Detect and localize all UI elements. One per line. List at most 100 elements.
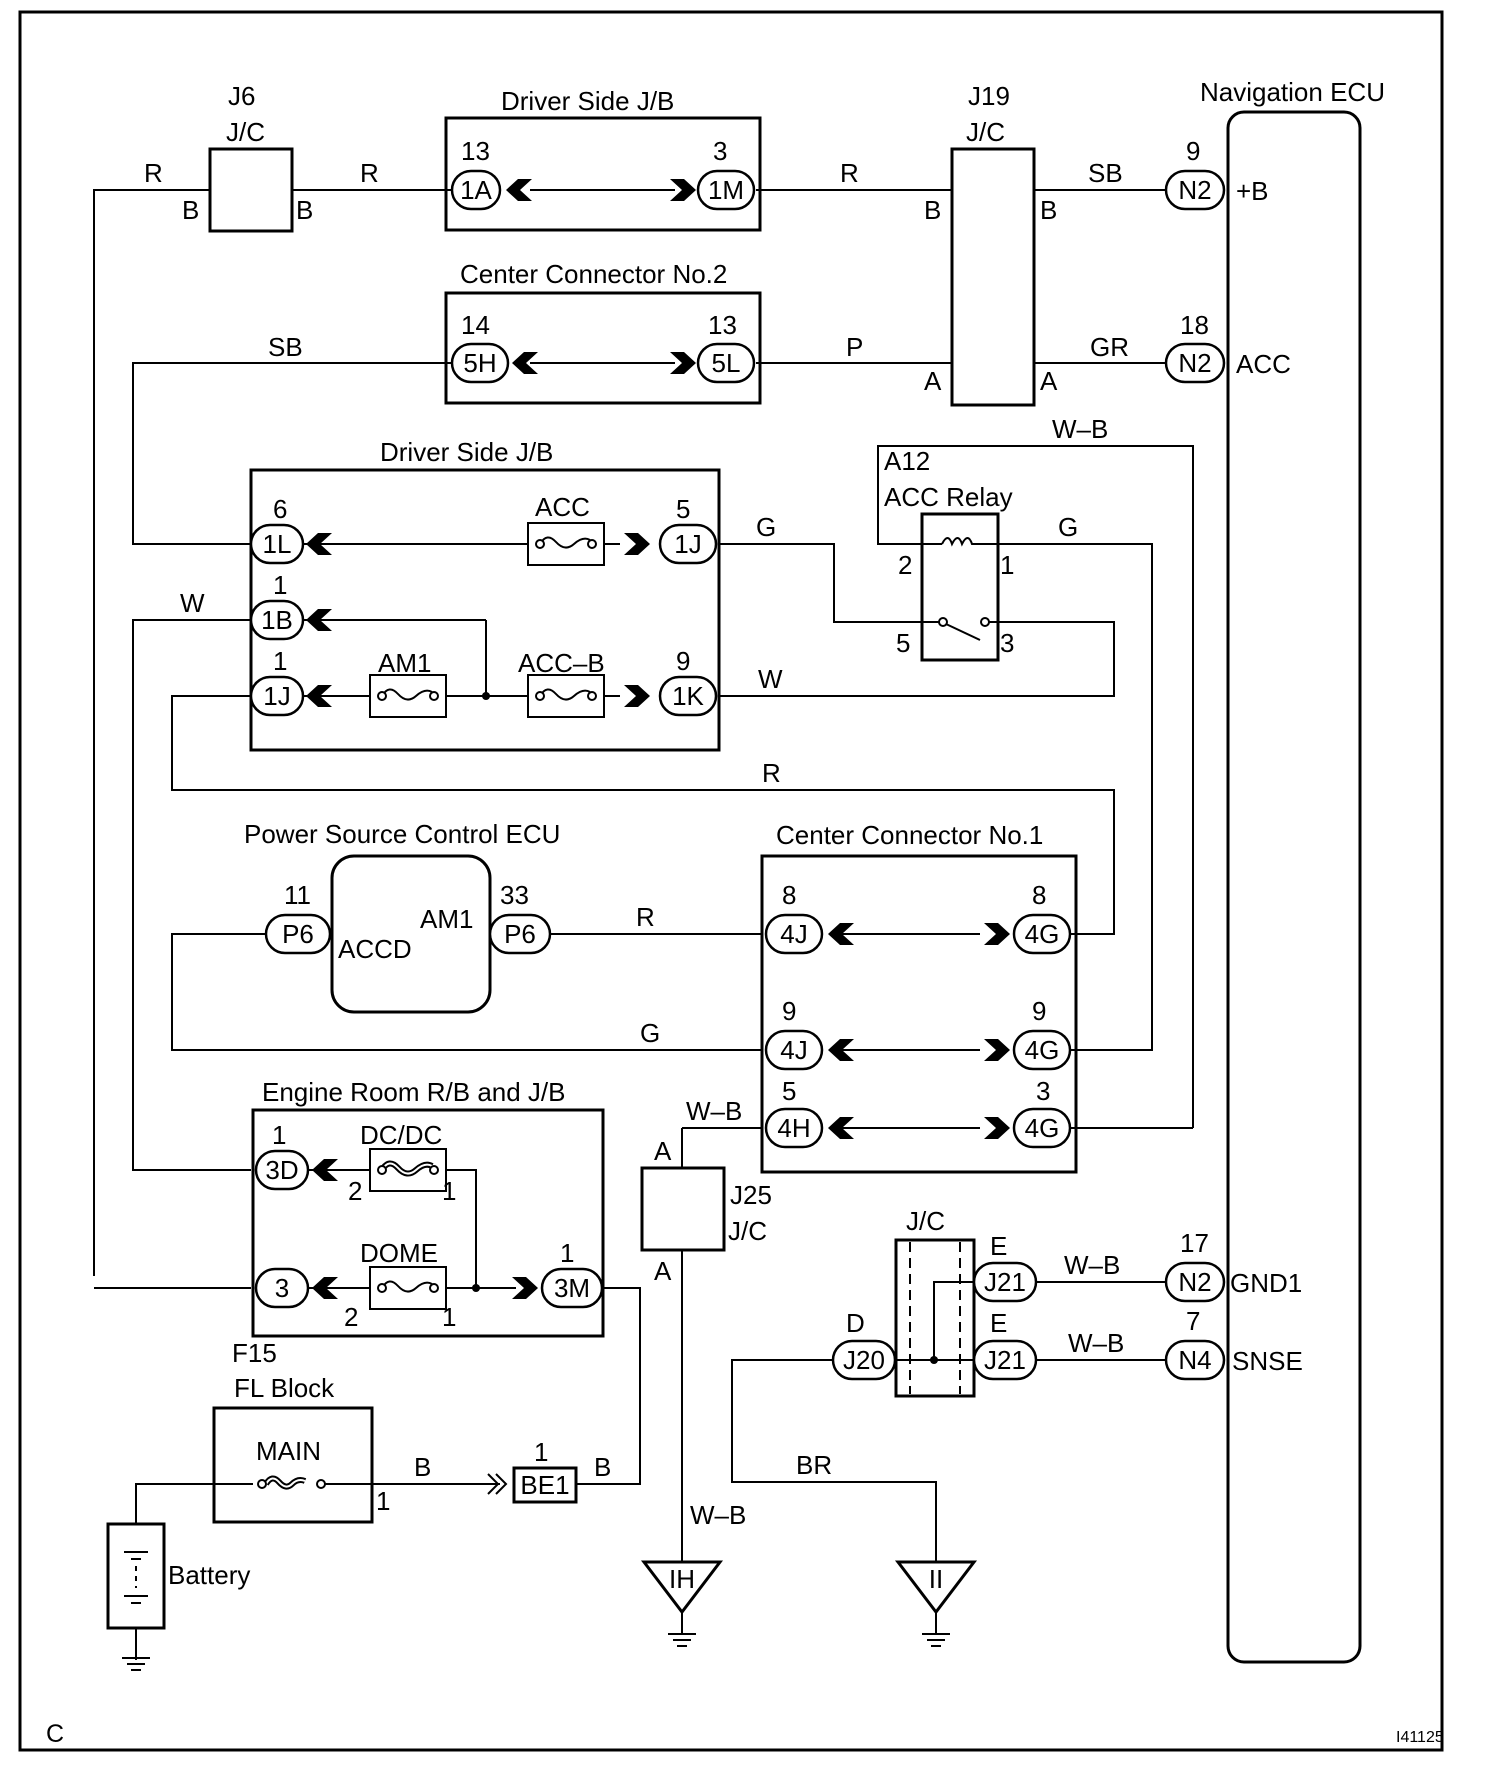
j6-pin-right: B bbox=[296, 195, 313, 225]
dsjb-mid-title: Driver Side J/B bbox=[380, 437, 553, 467]
connector-4g-3 bbox=[1012, 1107, 1072, 1149]
acc-fuse bbox=[527, 522, 605, 566]
ground-ii-icon bbox=[921, 1611, 951, 1647]
dsjb-top-title: Driver Side J/B bbox=[501, 86, 674, 116]
dome-fuse bbox=[369, 1266, 447, 1310]
connector-3m-label: 3M bbox=[554, 1273, 590, 1303]
wire-label: W–B bbox=[690, 1500, 746, 1530]
j19-label: J19 bbox=[968, 81, 1010, 111]
connector-n2-acc-label: N2 bbox=[1178, 348, 1211, 378]
accb-fuse bbox=[527, 674, 605, 718]
driver-side-jb-top: Driver Side J/B 13 1A 3 1M bbox=[444, 86, 762, 232]
connector-4g-9-label: 4G bbox=[1025, 1035, 1060, 1065]
connector-1a bbox=[450, 169, 502, 211]
connector-3-label: 3 bbox=[275, 1273, 289, 1303]
am1-fuse-label: AM1 bbox=[378, 648, 431, 678]
center-connector-1: Center Connector No.1 8 4J 8 4G 9 4J 9 4… bbox=[760, 820, 1078, 1174]
navigation-ecu: Navigation ECU 9 N2 +B 18 N2 ACC 17 N2 G… bbox=[1164, 77, 1385, 1664]
connector-n4-label: N4 bbox=[1178, 1345, 1211, 1375]
errb-title: Engine Room R/B and J/B bbox=[262, 1077, 566, 1107]
connector-1k-label: 1K bbox=[672, 681, 704, 711]
connector-5l-label: 5L bbox=[712, 348, 741, 378]
errb-f15: F15 bbox=[232, 1338, 277, 1368]
relay-pin-3: 3 bbox=[1000, 628, 1014, 658]
connector-j21-bottom-label: J21 bbox=[984, 1345, 1026, 1375]
flblock-pin: 1 bbox=[376, 1486, 390, 1516]
wire-label: GR bbox=[1090, 332, 1129, 362]
connector-1l-label: 1L bbox=[263, 529, 292, 559]
psecu-p11-num: 11 bbox=[284, 880, 311, 910]
acc-fuse-label: ACC bbox=[535, 492, 590, 522]
wire-label: R bbox=[762, 758, 781, 788]
errb-3d-num: 1 bbox=[272, 1120, 286, 1150]
dcdc-pin-2: 2 bbox=[348, 1176, 362, 1206]
cc1-b-r-num: 9 bbox=[1032, 996, 1046, 1026]
dome-pin-2: 2 bbox=[344, 1302, 358, 1332]
battery: Battery bbox=[106, 1522, 250, 1671]
dsjb-top-c2-num: 3 bbox=[713, 136, 727, 166]
cc1-a-l-num: 8 bbox=[782, 880, 796, 910]
acc-relay: A12 ACC Relay 2 1 5 3 bbox=[884, 446, 1014, 662]
main-fuse-label: MAIN bbox=[256, 1436, 321, 1466]
j19-pin-b-left: B bbox=[924, 195, 941, 225]
connector-1j-bottom-label: 1J bbox=[263, 681, 290, 711]
relay-switch-icon bbox=[945, 623, 981, 641]
wire-label: W–B bbox=[1052, 414, 1108, 444]
connector-j21-top bbox=[972, 1261, 1038, 1303]
dsjb-1b-num: 1 bbox=[273, 570, 287, 600]
nav-p3-num: 17 bbox=[1180, 1228, 1209, 1258]
connector-3d bbox=[254, 1149, 310, 1191]
cc2-title: Center Connector No.2 bbox=[460, 259, 727, 289]
jc-e1: E bbox=[990, 1231, 1007, 1261]
connector-1j-bottom bbox=[249, 675, 305, 717]
battery-label: Battery bbox=[168, 1560, 250, 1590]
wire-label: W–B bbox=[1064, 1250, 1120, 1280]
wire-label: R bbox=[840, 158, 859, 188]
connector-3d-label: 3D bbox=[265, 1155, 298, 1185]
connector-1b-label: 1B bbox=[261, 605, 293, 635]
j6-label: J6 bbox=[228, 81, 255, 111]
connector-4h-label: 4H bbox=[777, 1113, 810, 1143]
relay-id: A12 bbox=[884, 446, 930, 476]
connector-p6-11-label: P6 bbox=[282, 919, 314, 949]
footer-figure-id: I41125 bbox=[1396, 1729, 1444, 1746]
psecu-am1: AM1 bbox=[420, 904, 473, 934]
connector-4g-8 bbox=[1012, 913, 1072, 955]
wire-label: G bbox=[640, 1018, 660, 1048]
jc-type: J/C bbox=[906, 1206, 945, 1236]
j6-pin-left: B bbox=[182, 195, 199, 225]
nav-p2-num: 18 bbox=[1180, 310, 1209, 340]
j19-junction-connector: J19 J/C B B A A bbox=[924, 81, 1058, 407]
dsjb-1j2-num: 1 bbox=[273, 646, 287, 676]
cc1-title: Center Connector No.1 bbox=[776, 820, 1043, 850]
connector-1l bbox=[249, 523, 305, 565]
ground-ih-icon bbox=[667, 1611, 697, 1647]
dome-pin-1: 1 bbox=[442, 1302, 456, 1332]
cc1-c-l-num: 5 bbox=[782, 1076, 796, 1106]
engine-room-rb-jb: Engine Room R/B and J/B 1 3D DC/DC 2 1 3… bbox=[232, 1077, 605, 1368]
connector-p6-11 bbox=[264, 913, 332, 955]
wire-label: R bbox=[360, 158, 379, 188]
relay-pin-1: 1 bbox=[1000, 550, 1014, 580]
ground-ii: II bbox=[894, 1560, 978, 1647]
relay-name: ACC Relay bbox=[884, 482, 1013, 512]
battery-ground-icon bbox=[121, 1635, 151, 1671]
psecu-title: Power Source Control ECU bbox=[244, 819, 560, 849]
connector-n4 bbox=[1164, 1339, 1226, 1381]
j6-junction-connector: J6 J/C B B bbox=[182, 81, 313, 233]
connector-3m bbox=[540, 1267, 604, 1309]
j25-junction-connector: A A J25 J/C bbox=[640, 1136, 772, 1286]
be1-arrow-icon bbox=[487, 1473, 508, 1495]
wire-label: G bbox=[756, 512, 776, 542]
connector-5h bbox=[450, 342, 510, 384]
wire-label: B bbox=[594, 1452, 611, 1482]
wire-label: W–B bbox=[686, 1096, 742, 1126]
j25-pin-top: A bbox=[654, 1136, 672, 1166]
wires bbox=[93, 189, 1194, 1660]
power-source-control-ecu: Power Source Control ECU 11 P6 ACCD AM1 … bbox=[244, 819, 560, 1014]
connector-j20-label: J20 bbox=[843, 1345, 885, 1375]
connector-1m-label: 1M bbox=[708, 175, 744, 205]
cc1-c-r-num: 3 bbox=[1036, 1076, 1050, 1106]
fl-block: FL Block MAIN 1 bbox=[212, 1373, 390, 1524]
